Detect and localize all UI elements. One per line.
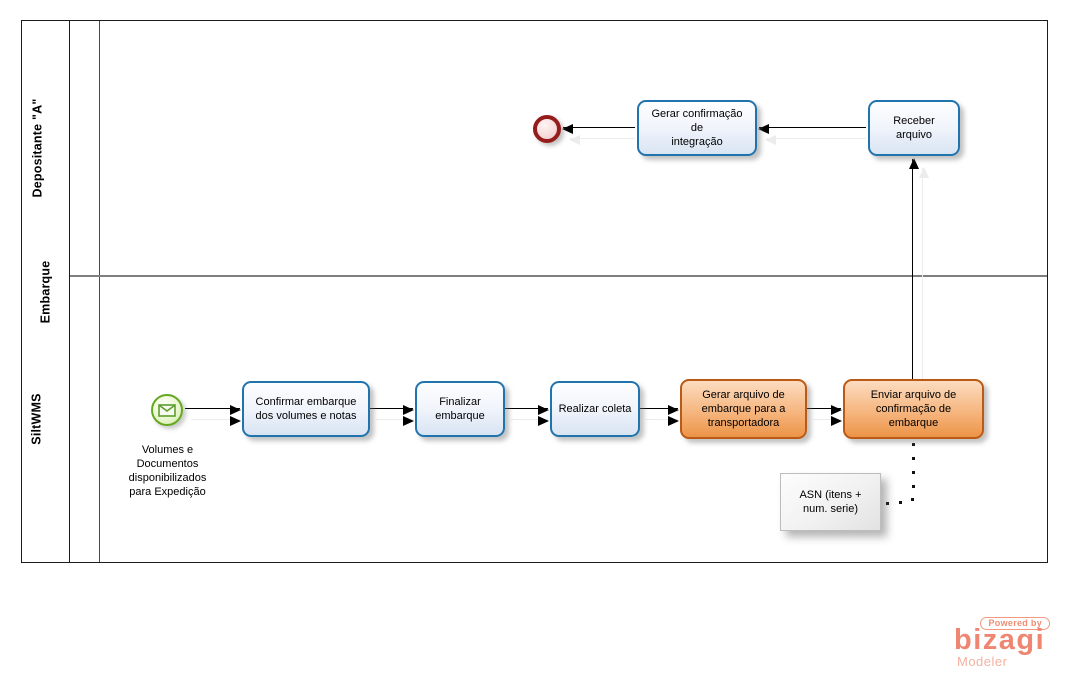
flow-shadow [511,416,549,426]
flow-shadow [919,167,929,379]
task-enviar-arquivo-confirmacao[interactable]: Enviar arquivo de confirmação de embarqu… [843,379,984,439]
envelope-icon [158,403,176,417]
flow-gerar-arquivo-to-enviar [807,405,842,415]
task-gerar-arquivo-transportadora[interactable]: Gerar arquivo de embarque para a transpo… [680,379,807,439]
lane-siltwms[interactable]: SiltWMS [22,277,52,561]
flow-shadow [646,416,679,426]
lane-siltwms-label: SiltWMS [30,393,44,445]
flow-shadow [191,416,241,426]
bizagi-logo: Powered by bizagi Modeler [948,617,1052,669]
association-dot [912,485,915,488]
annotation-asn[interactable]: ASN (itens + num. serie) [780,473,881,531]
association-dot [912,443,915,446]
flow-gerar-confirmacao-to-end [562,124,635,134]
modeler-label: Modeler [957,654,1008,669]
flow-receber-to-gerar-confirmacao [758,124,866,134]
lane-depositante-a[interactable]: Depositante "A" [22,21,52,275]
association-dot [911,498,914,501]
association-dot [886,502,889,505]
association-dot [899,501,902,504]
lane-depositante-a-label: Depositante "A" [30,98,44,198]
flow-realizar-to-gerar-arquivo [640,405,679,415]
task-receber-arquivo[interactable]: Receber arquivo [868,100,960,156]
flow-finalizar-to-realizar [505,405,549,415]
end-event[interactable] [533,115,561,143]
flow-shadow [765,135,866,145]
task-realizar-coleta[interactable]: Realizar coleta [550,381,640,437]
task-confirmar-embarque[interactable]: Confirmar embarque dos volumes e notas [242,381,370,437]
association-dot [912,471,915,474]
flow-shadow [376,416,414,426]
task-gerar-confirmacao-integracao[interactable]: Gerar confirmação de integração [637,100,757,156]
lane-divider [70,275,1047,277]
start-event-label: Volumes e Documentos disponibilizados pa… [128,444,207,499]
bizagi-wordmark: bizagi [954,624,1046,656]
powered-by-badge: Powered by [980,617,1050,630]
start-message-event[interactable] [151,394,183,426]
lane-label-column [70,21,100,562]
association-dot [912,457,915,460]
flow-confirmar-to-finalizar [370,405,414,415]
task-finalizar-embarque[interactable]: Finalizar embarque [415,381,505,437]
pool-header[interactable]: Embarque [22,21,70,562]
flow-shadow [569,135,635,145]
flow-start-to-confirmar [185,405,241,415]
flow-shadow [813,416,842,426]
flow-enviar-to-receber [909,158,919,379]
